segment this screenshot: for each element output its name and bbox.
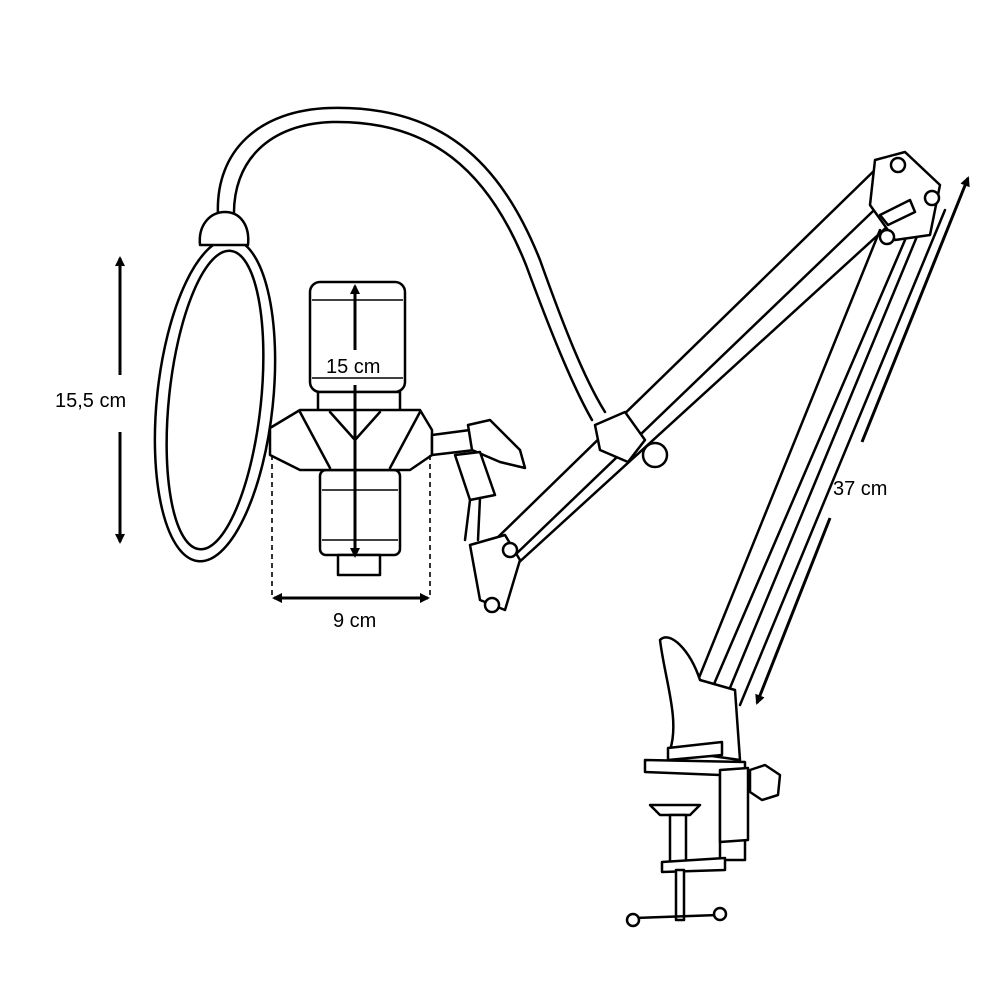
microphone [308, 280, 407, 577]
desk-clamp [625, 636, 782, 928]
arm-length-label: 37 cm [833, 478, 888, 500]
pop-filter-height-label: 15,5 cm [55, 390, 127, 412]
dimension-width [271, 455, 431, 603]
boom-arm [468, 150, 947, 707]
gooseneck [216, 106, 607, 422]
pop-filter [153, 210, 277, 563]
shock-mount [268, 408, 527, 542]
width-label: 9 cm [333, 610, 377, 632]
dimension-arm-length [755, 176, 970, 705]
mic-height-label: 15 cm [326, 356, 381, 378]
